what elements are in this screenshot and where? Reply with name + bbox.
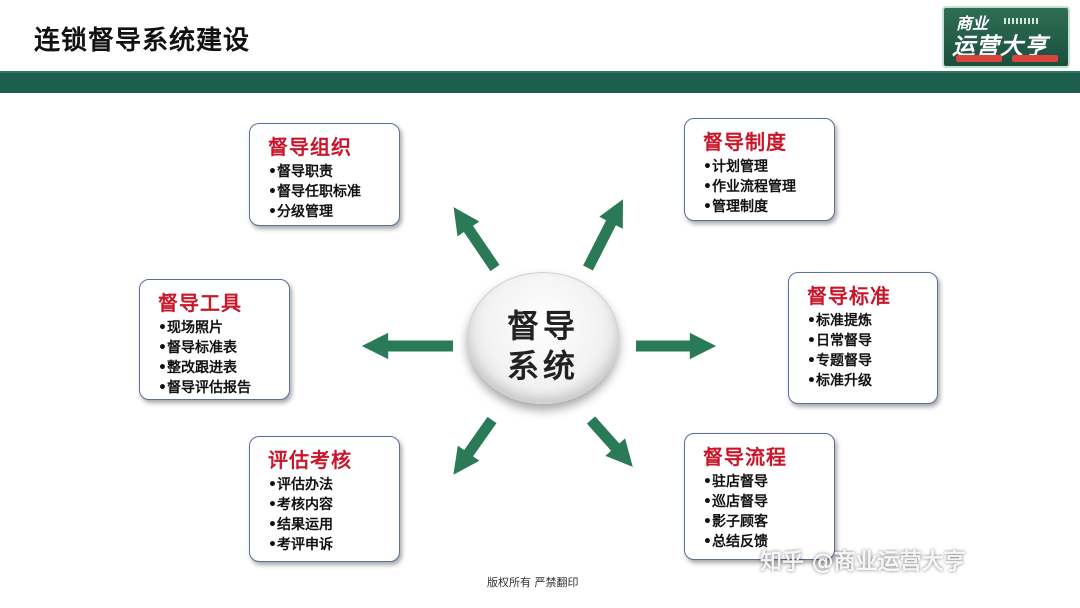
- box-item: •标准提炼: [807, 313, 872, 329]
- arrow-top-right: [583, 199, 623, 271]
- logo-tags: [956, 55, 1060, 63]
- arrow-bottom-right: [586, 416, 633, 467]
- box-supervision-tools: 督导工具 •现场照片 •督导标准表 •整改跟进表 •督导评估报告: [139, 279, 290, 400]
- box-item: •计划管理: [703, 159, 768, 175]
- header-divider: [0, 71, 1080, 73]
- box-item: •督导评估报告: [158, 380, 251, 396]
- box-item: •整改跟进表: [158, 360, 237, 376]
- box-item: •标准升级: [807, 373, 872, 389]
- box-item: •分级管理: [268, 204, 333, 220]
- box-title: 督导制度: [703, 130, 787, 154]
- logo-stripe: [1004, 18, 1040, 24]
- box-assessment: 评估考核 •评估办法 •考核内容 •结果运用 •考评申诉: [249, 436, 400, 562]
- box-title: 督导工具: [158, 291, 242, 315]
- box-supervision-standard: 督导标准 •标准提炼 •日常督导 •专题督导 •标准升级: [788, 272, 938, 404]
- box-item: •巡店督导: [703, 494, 768, 510]
- page-title: 连锁督导系统建设: [34, 26, 251, 56]
- box-item: •考评申诉: [268, 537, 333, 553]
- box-item: •总结反馈: [703, 534, 768, 550]
- box-title: 评估考核: [268, 448, 352, 472]
- box-item: •督导任职标准: [268, 184, 361, 200]
- logo-line1: 商业: [956, 14, 989, 33]
- box-item: •日常督导: [807, 333, 872, 349]
- hub-circle: 督导 系统: [467, 272, 619, 404]
- watermark: 知乎 @商业运营大亨: [760, 550, 966, 575]
- box-item: •管理制度: [703, 199, 768, 215]
- box-title: 督导流程: [703, 445, 787, 469]
- box-item: •考核内容: [268, 497, 333, 513]
- brand-logo: 商业 运营大亨: [942, 6, 1070, 68]
- box-item: •影子顾客: [703, 514, 768, 530]
- header-band: [0, 73, 1080, 93]
- box-item: •评估办法: [268, 477, 333, 493]
- box-item: •督导标准表: [158, 340, 237, 356]
- logo-tag-right: [1012, 55, 1058, 62]
- box-title: 督导组织: [268, 135, 352, 159]
- box-item: •现场照片: [158, 320, 223, 336]
- box-supervision-system: 督导制度 •计划管理 •作业流程管理 •管理制度: [684, 118, 835, 221]
- copyright-notice: 版权所有 严禁翻印: [487, 576, 579, 589]
- box-item: •作业流程管理: [703, 179, 796, 195]
- box-supervision-process: 督导流程 •驻店督导 •巡店督导 •影子顾客 •总结反馈: [684, 433, 835, 560]
- box-supervision-org: 督导组织 •督导职责 •督导任职标准 •分级管理: [249, 123, 400, 226]
- box-title: 督导标准: [807, 284, 891, 308]
- hub-line1: 督导: [506, 307, 579, 345]
- box-item: •驻店督导: [703, 474, 768, 490]
- logo-tag-left: [956, 55, 1002, 62]
- arrow-top-left: [453, 207, 500, 272]
- hub-line2: 系统: [506, 347, 579, 385]
- box-item: •结果运用: [268, 517, 333, 533]
- box-item: •督导职责: [268, 164, 333, 180]
- box-item: •专题督导: [807, 353, 872, 369]
- arrow-bottom-left: [453, 416, 497, 475]
